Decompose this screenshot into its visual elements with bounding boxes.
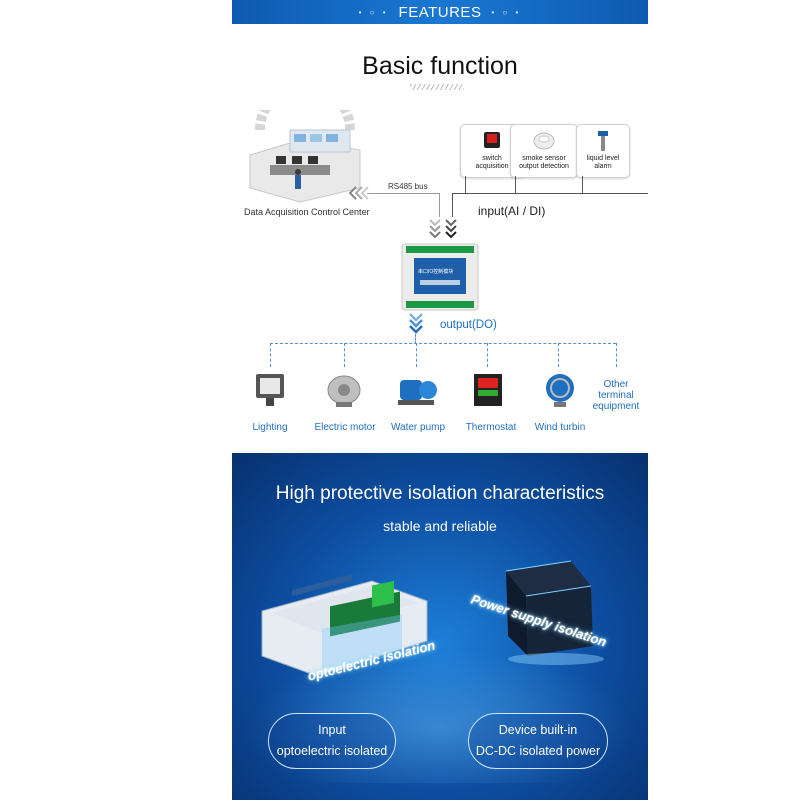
sensor-drop-2 <box>515 176 516 193</box>
liquid-level-icon <box>598 131 608 151</box>
isolation-panel: High protective isolation characteristic… <box>232 453 648 800</box>
sensor-line2: acquisition <box>475 163 509 170</box>
bus-arrows-icon <box>348 186 369 200</box>
device-label-thermostat: Thermostat <box>465 422 517 433</box>
input-bus-line <box>452 193 648 194</box>
output-trunk-line <box>415 334 416 344</box>
isolation-title: High protective isolation characteristic… <box>275 483 605 504</box>
water-pump-icon <box>398 380 437 405</box>
banner-dots-left: • ○ • <box>358 7 389 17</box>
drop-pump <box>416 343 417 367</box>
drop-turbin <box>558 343 559 367</box>
module-label: 串口IO控制模块 <box>418 269 454 275</box>
sensor-drop-3 <box>582 176 583 193</box>
left-pill-line2: optoelectric isolated <box>276 744 388 758</box>
right-pill-line2: DC-DC isolated power <box>475 744 601 758</box>
input-optoelectric-pill: Input optoelectric isolated <box>268 713 396 769</box>
power-isolation-block-illustration <box>505 560 604 665</box>
wind-turbin-icon <box>546 374 574 407</box>
basic-function-title: Basic function <box>362 52 518 80</box>
sensor-line1: switch <box>482 155 502 162</box>
left-pill-line1: Input <box>318 723 346 737</box>
device-label-motor: Electric motor <box>314 422 376 433</box>
sensor-line2: output detection <box>519 163 569 170</box>
dcdc-isolated-power-pill: Device built-in DC-DC isolated power <box>468 713 608 769</box>
sensor-line1: smoke sensor <box>522 155 566 162</box>
title-underline-decoration <box>410 84 464 90</box>
input-label: input(AI / DI) <box>478 204 546 218</box>
other-line3: equipment <box>592 401 640 412</box>
other-line2: terminal <box>598 390 634 401</box>
device-label-lighting: Lighting <box>252 422 288 433</box>
output-label: output(DO) <box>440 319 497 331</box>
input-down-line <box>452 193 453 217</box>
bus-down-line <box>439 193 440 217</box>
electric-motor-icon <box>327 375 361 407</box>
basic-function-diagram: Data Acquisition Control Center RS485 bu… <box>232 100 648 440</box>
drop-other <box>616 343 617 367</box>
sensor-drop-1 <box>465 176 466 193</box>
banner-title: FEATURES <box>398 3 482 21</box>
io-module-device <box>401 243 479 311</box>
switch-icon <box>484 132 500 148</box>
thermostat-icon <box>474 374 502 406</box>
sensor-line1: liquid level <box>586 155 620 162</box>
isolation-subtitle: stable and reliable <box>383 518 497 534</box>
smoke-sensor-icon <box>533 132 555 150</box>
device-label-other: Other terminal equipment <box>576 379 656 412</box>
lighting-icon <box>256 374 284 406</box>
features-banner: • ○ • FEATURES • ○ • <box>232 0 648 24</box>
right-pill-line1: Device built-in <box>498 723 578 737</box>
drop-lighting <box>270 343 271 367</box>
sensor-line2: alarm <box>594 163 612 170</box>
banner-dots-right: • ○ • <box>491 7 522 17</box>
drop-thermostat <box>487 343 488 367</box>
rs485-bus-line <box>367 193 439 194</box>
output-arrows-icon <box>409 313 423 334</box>
other-line1: Other <box>603 379 629 390</box>
device-label-turbin: Wind turbin <box>534 422 586 433</box>
control-center-illustration <box>249 110 361 203</box>
rs485-bus-label: RS485 bus <box>388 182 428 191</box>
device-label-pump: Water pump <box>390 422 446 433</box>
input-arrows-icon <box>429 219 457 239</box>
drop-motor <box>344 343 345 367</box>
output-bus-line <box>270 343 616 344</box>
control-center-label: Data Acquisition Control Center <box>244 207 370 217</box>
isolated-module-illustration <box>261 574 428 677</box>
